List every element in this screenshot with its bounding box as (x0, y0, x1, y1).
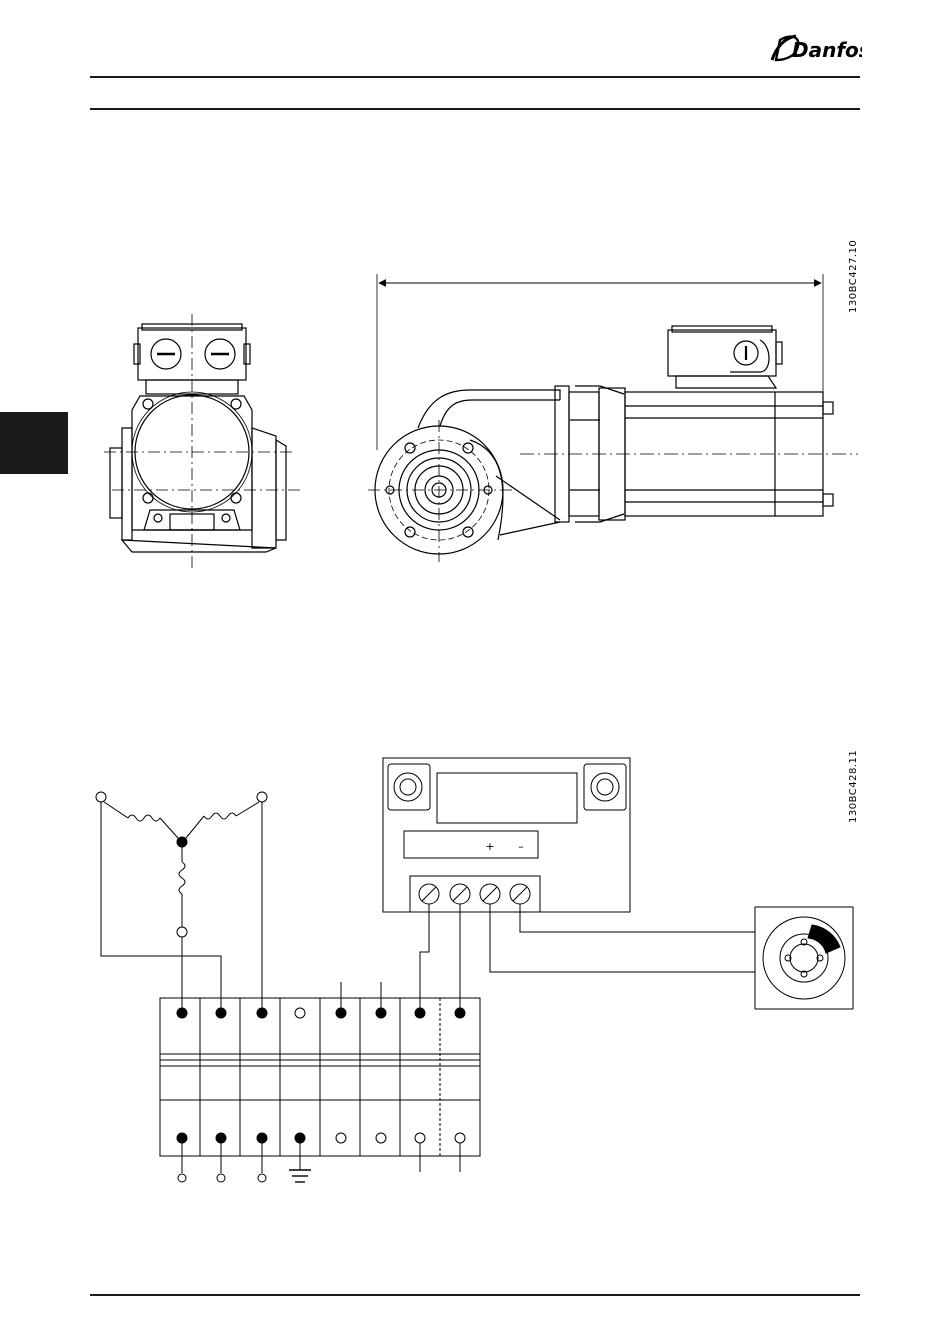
terminal-row-top (177, 1008, 465, 1018)
motor-side-view (368, 274, 858, 562)
brake-rectifier (383, 758, 630, 912)
brake-icon (755, 907, 853, 1009)
rectifier-plus-label: + (485, 840, 494, 853)
wiring-diagram (96, 758, 853, 1182)
terminal-row-bottom (177, 1133, 465, 1143)
rectifier-minus-label: – (518, 840, 524, 853)
motor-front-view (104, 314, 300, 570)
ground-icon (289, 1143, 311, 1182)
